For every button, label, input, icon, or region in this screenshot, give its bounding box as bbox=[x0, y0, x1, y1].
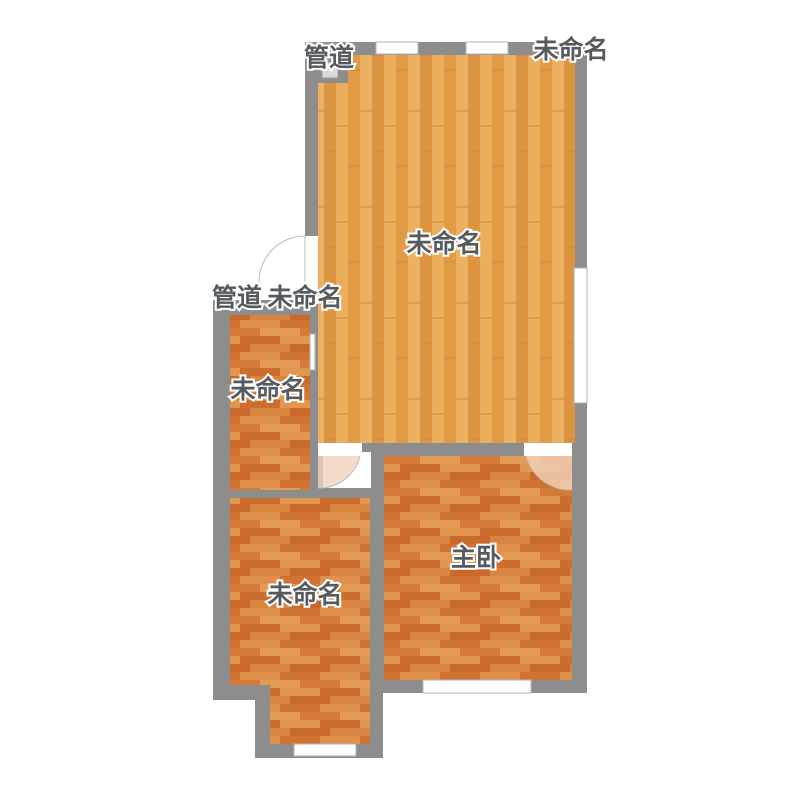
master-door bbox=[524, 443, 573, 491]
windows bbox=[293, 41, 588, 757]
bottom-left-room-label: 未命名 bbox=[267, 580, 342, 609]
window-bottom-left bbox=[293, 743, 357, 757]
bottom-left-floor bbox=[230, 498, 370, 685]
unnamed-label-left: 未命名 bbox=[267, 283, 342, 312]
small-room-label: 未命名 bbox=[230, 375, 305, 404]
bottom-left-floor-extension bbox=[270, 680, 370, 744]
entry-door bbox=[258, 235, 318, 304]
pipe-shaft bbox=[321, 61, 339, 79]
window-right-wall bbox=[573, 267, 588, 404]
window-top-right bbox=[465, 41, 509, 55]
master-bedroom-label: 主卧 bbox=[451, 543, 501, 572]
pipe-label-left: 管道 bbox=[212, 283, 262, 312]
bottom-left-door bbox=[317, 443, 362, 489]
window-master-bottom bbox=[422, 679, 532, 694]
living-room-label: 未命名 bbox=[406, 229, 481, 258]
small-room-floor bbox=[230, 315, 310, 490]
window-small-room bbox=[309, 333, 316, 371]
unnamed-label-top-right: 未命名 bbox=[533, 35, 608, 64]
pipe-label-top: 管道 bbox=[304, 43, 354, 72]
master-floor bbox=[384, 456, 572, 680]
window-top-left bbox=[375, 41, 419, 55]
living-room-floor bbox=[318, 55, 575, 443]
